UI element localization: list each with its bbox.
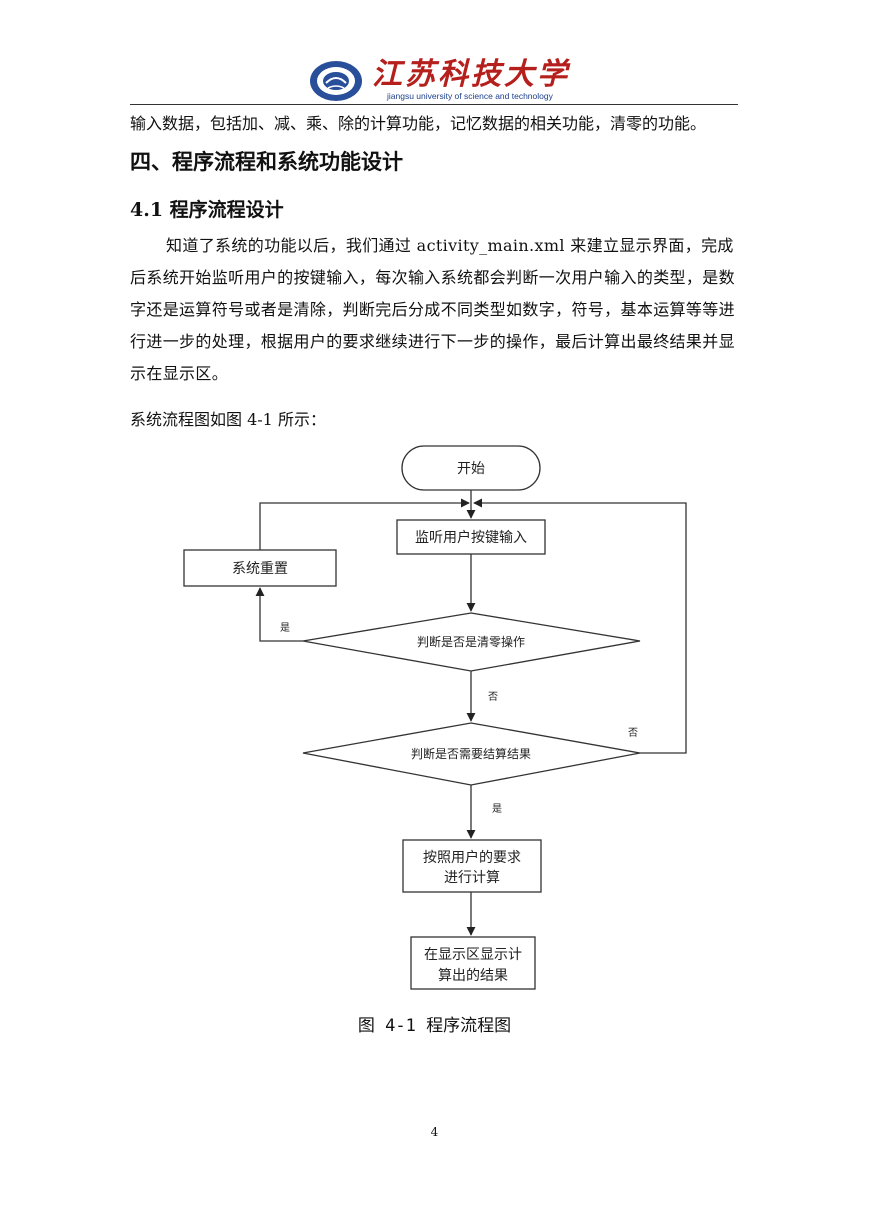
- edge-label-no-clear: 否: [488, 691, 498, 703]
- edge-label-yes-clear: 是: [280, 622, 290, 634]
- body-paragraph: 知道了系统的功能以后，我们通过 activity_main.xml 来建立显示界…: [130, 236, 735, 383]
- compute-label-2: 进行计算: [444, 870, 500, 886]
- university-name-cn: 江苏科技大学: [372, 57, 570, 92]
- listen-box: [396, 519, 546, 555]
- listen-label: 监听用户按键输入: [415, 529, 527, 546]
- display-box: [410, 936, 536, 990]
- edge-label-yes-result: 是: [492, 803, 502, 815]
- university-seal-icon: [308, 59, 364, 103]
- compute-box: [402, 839, 542, 893]
- decision-clear-label: 判断是否是清零操作: [417, 634, 525, 649]
- compute-label-1: 按照用户的要求: [423, 849, 521, 866]
- subsection-heading: 4.1 程序流程设计: [130, 199, 284, 221]
- intro-line: 输入数据，包括加、减、乘、除的计算功能，记忆数据的相关功能，清零的功能。: [130, 114, 707, 133]
- figure-caption: 图 4-1 程序流程图: [357, 1016, 512, 1036]
- university-name-en: jiangsu university of science and techno…: [387, 91, 553, 101]
- flow-intro-line: 系统流程图如图 4-1 所示：: [130, 410, 326, 429]
- start-label: 开始: [457, 461, 485, 477]
- display-label-2: 算出的结果: [438, 968, 508, 984]
- page-number: 4: [430, 1125, 439, 1139]
- decision-result-label: 判断是否需要结算结果: [411, 746, 531, 761]
- reset-label: 系统重置: [232, 561, 288, 577]
- page-header: 江苏科技大学 jiangsu university of science and…: [130, 56, 738, 106]
- header-divider: [130, 104, 738, 105]
- display-label-1: 在显示区显示计: [424, 947, 522, 963]
- reset-box: [183, 549, 337, 587]
- edge-label-no-result: 否: [628, 727, 638, 739]
- flowchart: 开始 监听用户按键输入 系统重置 判断是否是清零操作 判断是否需要结算结果 按照…: [170, 440, 710, 1020]
- section-heading: 四、程序流程和系统功能设计: [130, 149, 403, 174]
